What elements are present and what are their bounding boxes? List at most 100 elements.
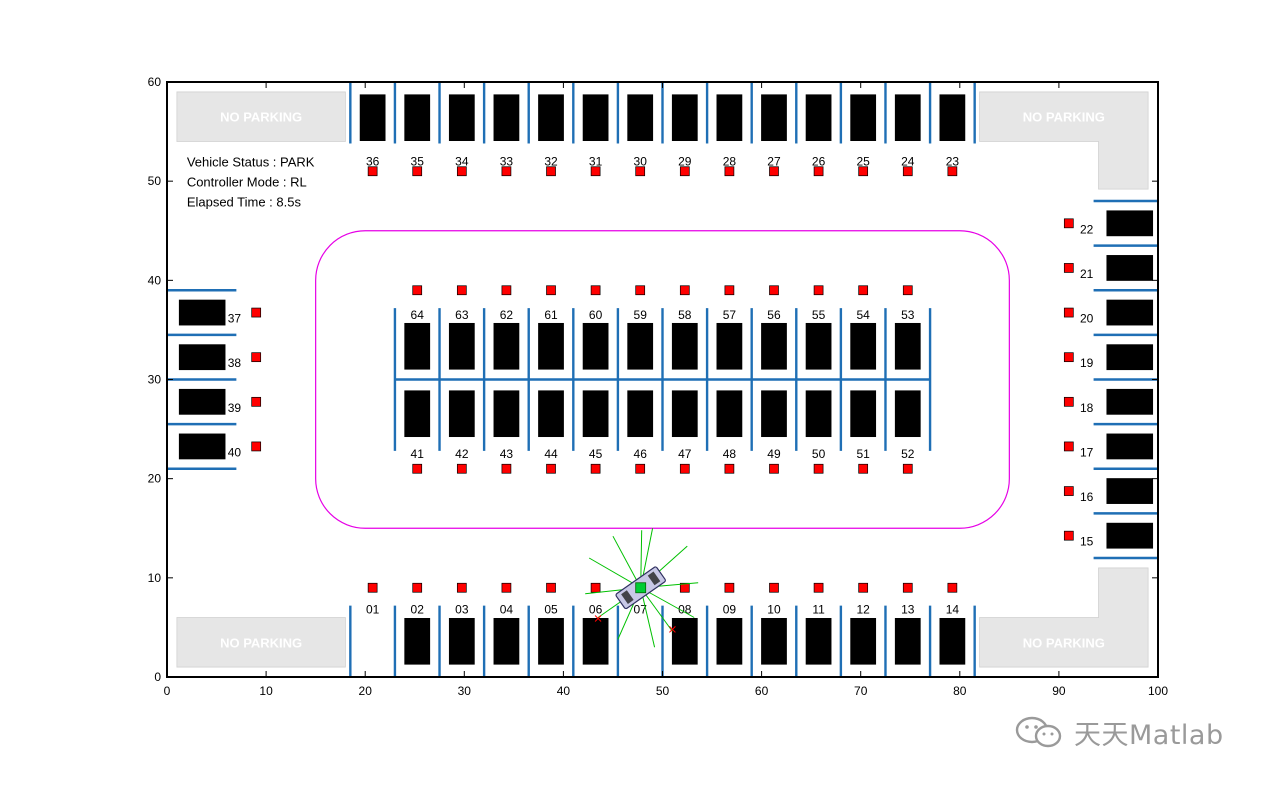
spot-label-08: 08: [678, 603, 692, 617]
x-tick-label: 40: [557, 684, 571, 698]
occupied-car-30: [627, 94, 654, 142]
spot-label-51: 51: [856, 447, 870, 461]
no-parking-zone: [176, 91, 346, 142]
y-tick-label: 10: [148, 571, 162, 585]
status-line-0: Vehicle Status : PARK: [187, 154, 315, 169]
occupied-car-25: [850, 94, 877, 142]
spot-label-19: 19: [1080, 356, 1094, 370]
occupied-car-26: [805, 94, 832, 142]
spot-label-41: 41: [411, 447, 425, 461]
spot-label-58: 58: [678, 308, 692, 322]
spot-marker-09: [724, 582, 735, 593]
spot-marker-22: [1063, 218, 1074, 229]
spot-label-01: 01: [366, 603, 380, 617]
occupied-car-33: [493, 94, 520, 142]
spot-marker-12: [858, 582, 869, 593]
y-tick-label: 50: [148, 174, 162, 188]
lidar-hit-point: [594, 615, 602, 622]
occupied-car-52: [894, 390, 921, 438]
no-parking-label: NO PARKING: [220, 110, 302, 125]
spot-label-29: 29: [678, 154, 692, 168]
occupied-car-35: [404, 94, 431, 142]
lidar-ray: [612, 535, 642, 588]
spot-marker-41: [412, 463, 423, 474]
spot-label-61: 61: [544, 308, 558, 322]
y-tick-label: 0: [154, 670, 161, 684]
no-parking-zone: [176, 617, 346, 668]
spot-marker-27: [769, 166, 779, 177]
spot-label-18: 18: [1080, 401, 1094, 415]
spot-marker-40: [251, 441, 262, 452]
spot-marker-11: [813, 582, 824, 593]
spot-label-47: 47: [678, 447, 692, 461]
occupied-car-32: [538, 94, 564, 142]
spot-marker-15: [1063, 530, 1074, 541]
spot-marker-52: [902, 463, 913, 474]
spot-marker-58: [679, 285, 690, 296]
occupied-car-42: [448, 390, 475, 438]
spot-label-62: 62: [500, 308, 514, 322]
spot-label-48: 48: [723, 447, 737, 461]
spot-label-39: 39: [228, 401, 242, 415]
spot-marker-49: [769, 463, 779, 474]
spot-marker-17: [1063, 441, 1074, 452]
occupied-car-62: [493, 322, 520, 370]
occupied-car-02: [404, 617, 431, 665]
spot-marker-38: [251, 352, 262, 363]
spot-label-32: 32: [544, 154, 558, 168]
occupied-car-44: [538, 390, 564, 438]
spot-marker-51: [858, 463, 869, 474]
ego-vehicle: [585, 528, 699, 648]
x-tick-label: 90: [1052, 684, 1066, 698]
spot-marker-54: [858, 285, 869, 296]
spot-marker-37: [251, 307, 262, 318]
spot-marker-62: [501, 285, 512, 296]
spot-marker-36: [367, 166, 378, 177]
spot-label-04: 04: [500, 603, 514, 617]
spot-marker-60: [590, 285, 601, 296]
spot-marker-02: [412, 582, 423, 593]
spot-marker-44: [546, 463, 556, 474]
spot-label-35: 35: [411, 154, 425, 168]
spot-label-64: 64: [411, 308, 425, 322]
occupied-car-60: [582, 322, 609, 370]
spot-marker-48: [724, 463, 735, 474]
occupied-car-29: [671, 94, 698, 142]
lidar-hit-point: [669, 626, 676, 633]
occupied-car-27: [761, 94, 787, 142]
occupied-car-63: [448, 322, 475, 370]
spot-label-55: 55: [812, 308, 826, 322]
occupied-car-23: [939, 94, 966, 142]
occupied-car-46: [627, 390, 654, 438]
spot-marker-59: [635, 285, 646, 296]
spot-label-15: 15: [1080, 535, 1094, 549]
spot-label-33: 33: [500, 154, 514, 168]
spot-label-40: 40: [228, 445, 242, 459]
spot-marker-08: [679, 582, 690, 593]
occupied-car-11: [805, 617, 832, 665]
spot-label-11: 11: [812, 603, 825, 617]
occupied-car-36: [359, 94, 386, 142]
spot-label-16: 16: [1080, 490, 1094, 504]
spot-label-57: 57: [723, 308, 737, 322]
spot-marker-45: [590, 463, 601, 474]
spot-label-36: 36: [366, 154, 380, 168]
watermark: 天天Matlab: [1012, 712, 1252, 752]
x-tick-label: 0: [164, 684, 171, 698]
spot-marker-24: [902, 166, 913, 177]
occupied-car-22: [1106, 210, 1154, 237]
occupied-car-14: [939, 617, 966, 665]
x-tick-label: 80: [953, 684, 967, 698]
y-tick-label: 30: [148, 373, 162, 387]
status-line-2: Elapsed Time : 8.5s: [187, 194, 302, 209]
vehicle-center-marker: [635, 582, 647, 594]
spot-label-07: 07: [634, 603, 648, 617]
spot-marker-21: [1063, 263, 1074, 273]
watermark-text: 天天Matlab: [1074, 719, 1224, 751]
spot-label-49: 49: [767, 447, 781, 461]
spot-marker-55: [813, 285, 824, 296]
spot-label-43: 43: [500, 447, 514, 461]
